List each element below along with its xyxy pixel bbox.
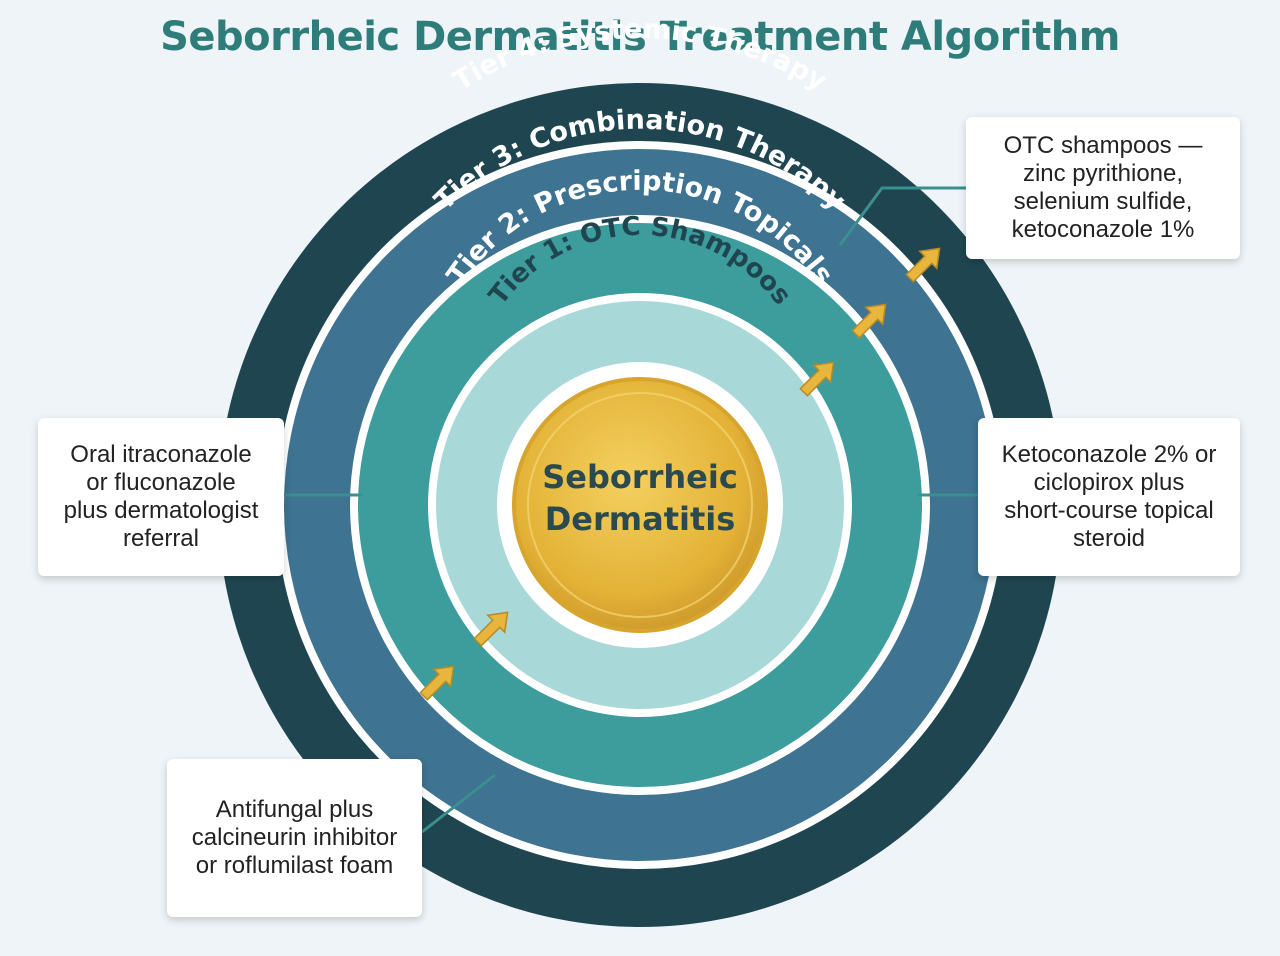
callout-line: short-course topical: [1004, 497, 1214, 524]
center-label-line2: Dermatitis: [545, 500, 736, 538]
callout-tier1: OTC shampoos — zinc pyrithione, selenium…: [966, 117, 1240, 259]
leader-line-tier1: [838, 186, 966, 246]
callout-line: zinc pyrithione,: [1022, 160, 1184, 187]
callout-line: OTC shampoos —: [1003, 132, 1203, 159]
callout-line: referral: [122, 525, 199, 552]
callout-line: calcineurin inhibitor: [191, 824, 398, 851]
callout-line: steroid: [1072, 525, 1146, 552]
callout-line: Antifungal plus: [215, 796, 374, 823]
center-medallion-inner-ring: [527, 392, 753, 618]
callout-line: selenium sulfide,: [1013, 188, 1193, 215]
callout-line: Oral itraconazole: [70, 441, 252, 468]
callout-tier3: Antifungal plus calcineurin inhibitor or…: [167, 759, 422, 917]
center-medallion: [512, 377, 768, 633]
arrow-icon: [419, 665, 455, 701]
callout-tier4: Oral itraconazole or fluconazole plus de…: [38, 418, 284, 576]
callout-line: or fluconazole: [86, 469, 236, 496]
arrow-icon: [473, 611, 509, 647]
leader-line-tier3: [421, 773, 496, 834]
callout-tier2: Ketoconazole 2% or ciclopirox plus short…: [978, 418, 1240, 576]
arrow-icon: [799, 361, 835, 397]
arrow-icon: [905, 247, 941, 283]
callout-line: Ketoconazole 2% or: [1001, 441, 1217, 468]
callout-line: plus dermatologist: [63, 497, 259, 524]
page-title: Seborrheic Dermatitis Treatment Algorith…: [160, 14, 1120, 60]
center-label-line1: Seborrheic: [542, 458, 738, 496]
arrow-icon: [851, 303, 887, 339]
callout-line: or roflumilast foam: [195, 852, 394, 879]
callout-line: ciclopirox plus: [1033, 469, 1185, 496]
callout-line: ketoconazole 1%: [1011, 216, 1195, 243]
